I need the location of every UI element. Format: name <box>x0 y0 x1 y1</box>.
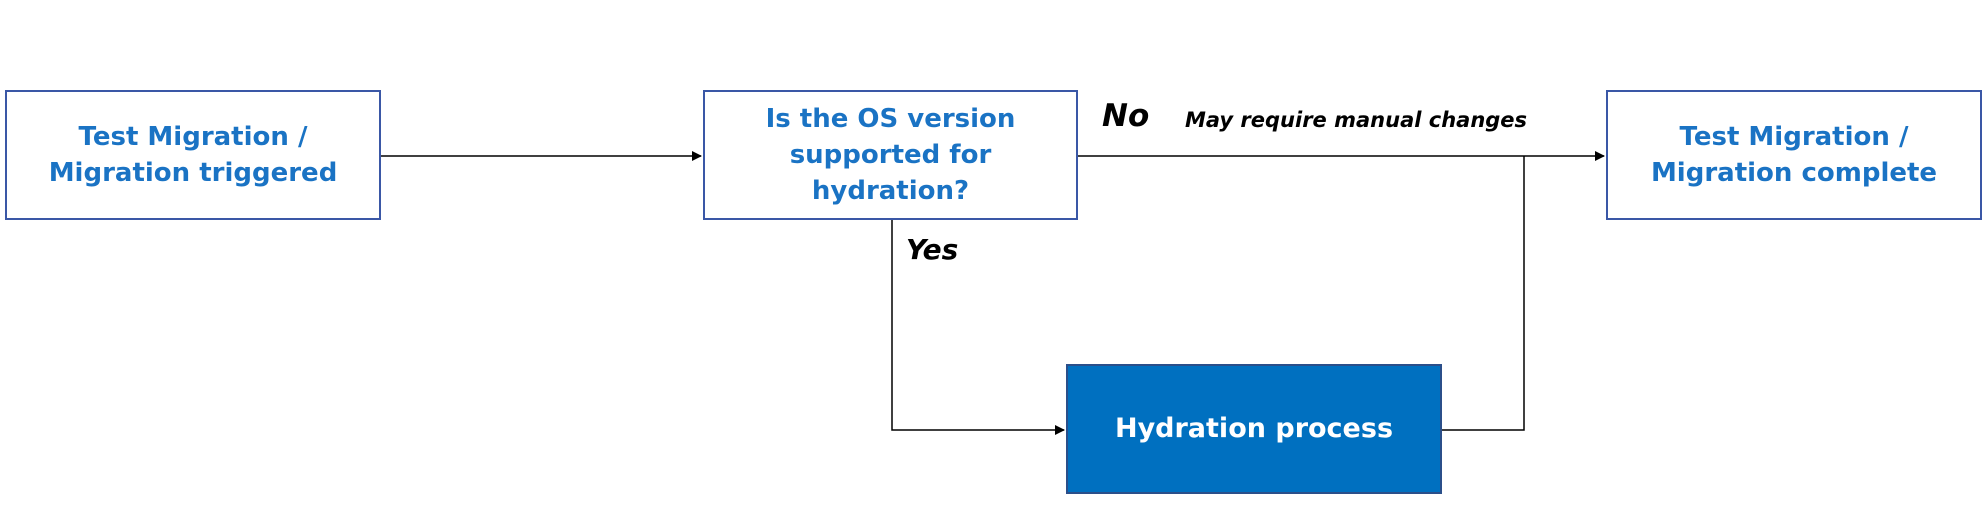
node-migration-triggered: Test Migration / Migration triggered <box>5 90 381 220</box>
connector-hydration-to-complete <box>1442 156 1525 431</box>
node-label: Hydration process <box>1114 413 1394 444</box>
node-migration-complete: Test Migration / Migration complete <box>1606 90 1982 220</box>
arrow-yes-to-hydration <box>891 220 1065 435</box>
node-label: Test Migration / Migration complete <box>1650 122 1938 188</box>
node-hydration-process: Hydration process <box>1066 364 1442 494</box>
node-os-supported-decision: Is the OS version supported for hydratio… <box>703 90 1078 220</box>
edge-label-no: No <box>1102 98 1150 134</box>
edge-label-yes: Yes <box>906 233 959 266</box>
node-label: Is the OS version supported for hydratio… <box>765 104 1016 206</box>
node-label: Test Migration / Migration triggered <box>48 122 338 188</box>
edge-note-manual-changes: May require manual changes <box>1185 108 1528 132</box>
